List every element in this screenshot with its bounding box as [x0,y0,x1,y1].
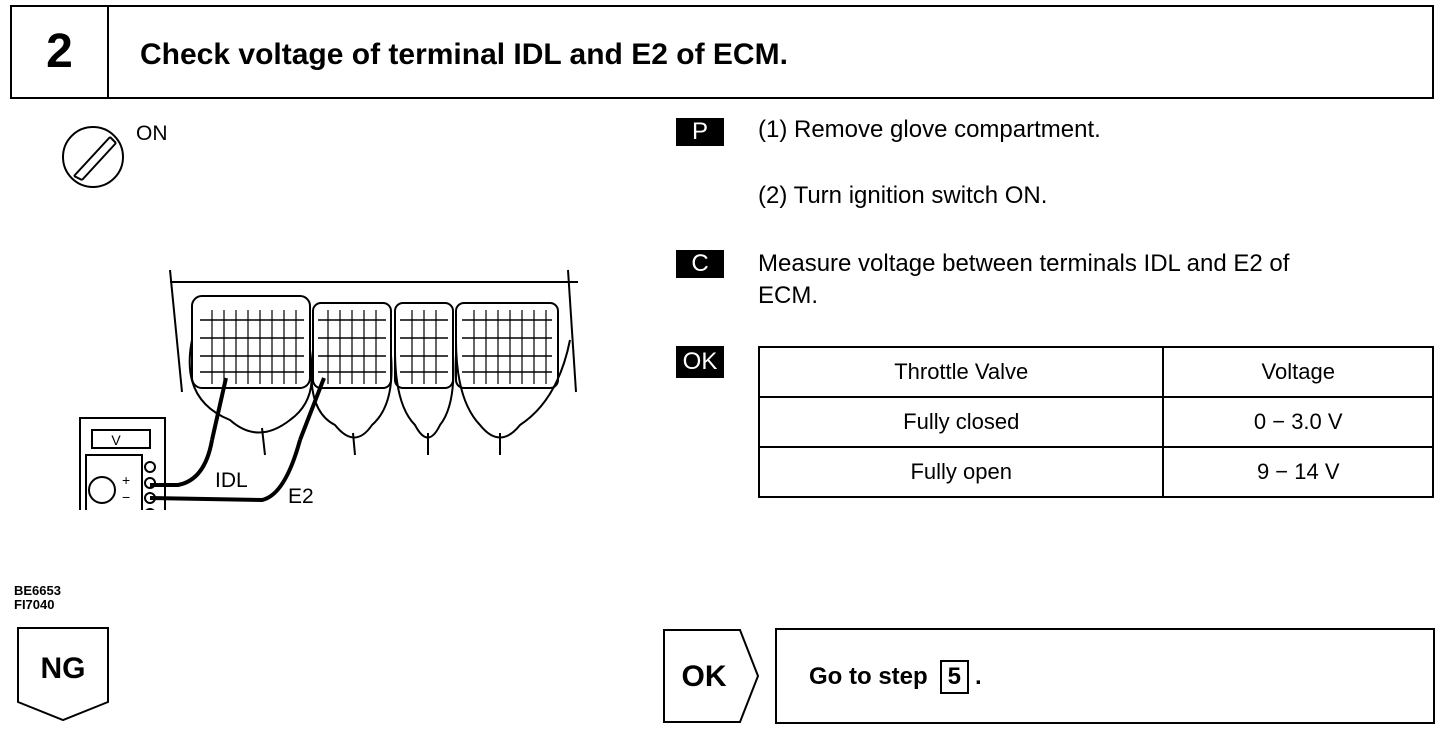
table-header-row: Throttle Valve Voltage [757,346,1434,398]
ng-label: NG [41,652,86,685]
table-row: Fully closed 0 − 3.0 V [757,396,1434,448]
check-text: Measure voltage between terminals IDL an… [758,250,1290,277]
check-badge: C [676,250,724,278]
ng-result-box: NG [17,627,109,722]
column-header: Voltage [1162,346,1434,398]
table-cell: 9 − 14 V [1162,446,1434,498]
table-cell: 0 − 3.0 V [1162,396,1434,448]
ecm-voltage-diagram: ON [62,122,578,510]
goto-prefix: Go to step [809,663,928,690]
ignition-on-label: ON [136,122,168,145]
voltmeter-label: V [111,432,121,448]
figure-code: BE6653 [14,583,61,598]
minus-sign: − [122,489,130,505]
goto-suffix: . [975,663,982,690]
terminal-e2-label: E2 [288,485,314,508]
plus-sign: + [122,472,130,488]
step-number: 2 [12,7,109,97]
test-probes [149,377,326,503]
table-cell: Fully open [757,446,1165,498]
terminal-idl-label: IDL [215,469,248,492]
ecm-unit [169,269,578,456]
voltage-spec-table: Throttle Valve Voltage Fully closed 0 − … [757,346,1434,498]
figure-code: FI7040 [14,597,55,612]
ok-badge: OK [676,346,724,378]
table-row: Fully open 9 − 14 V [757,446,1434,498]
ok-result-arrow: OK [663,629,760,723]
table-cell: Fully closed [757,396,1165,448]
prep-badge: P [676,118,724,146]
goto-step-number[interactable]: 5 [939,660,970,694]
check-text-cont: ECM. [758,282,818,309]
ok-label: OK [682,660,727,693]
ignition-switch-icon [62,126,124,188]
voltmeter-icon [79,417,166,510]
goto-instruction: Go to step 5. [809,660,982,694]
prep-step: (2) Turn ignition switch ON. [758,182,1048,209]
prep-step: (1) Remove glove compartment. [758,116,1101,143]
step-title: Check voltage of terminal IDL and E2 of … [140,38,788,71]
goto-box: Go to step 5. [775,628,1435,724]
step-header: 2 Check voltage of terminal IDL and E2 o… [10,5,1434,99]
column-header: Throttle Valve [757,346,1165,398]
